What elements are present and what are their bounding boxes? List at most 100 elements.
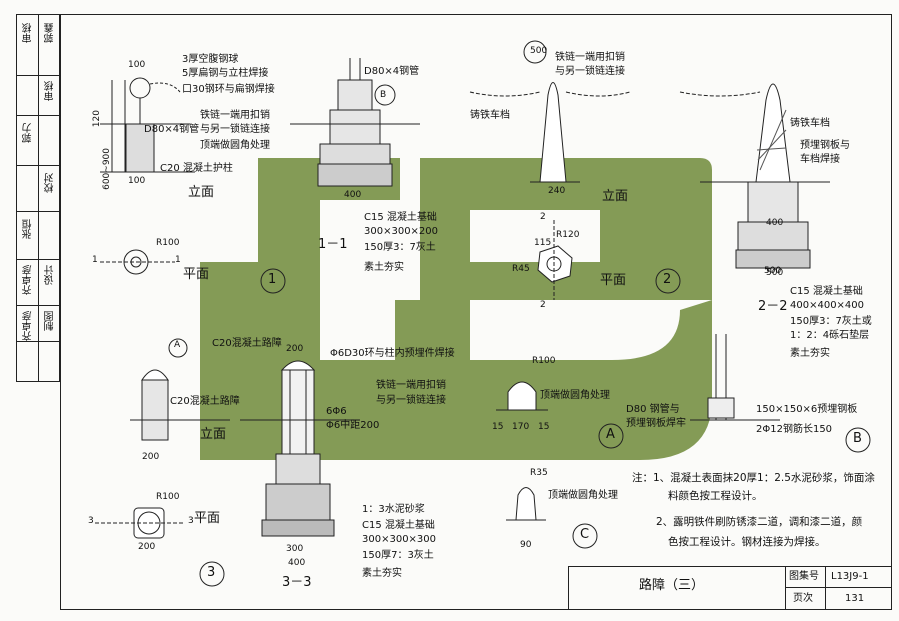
annotation-text: 素土夯实 [790, 348, 830, 359]
annotation-text: 铁链一端用扣销 [555, 52, 625, 63]
fig1-badge: 1 [268, 272, 277, 287]
annotation-text: C20 混凝土护柱 [160, 163, 233, 174]
general-note-line: 料颜色按工程设计。 [668, 490, 763, 502]
section-mark: 1 [175, 255, 181, 265]
fig2-plan-title: 平面 [600, 273, 627, 288]
sidebar-rule [17, 259, 59, 260]
annotation-text: 2Φ12钢筋长150 [756, 424, 833, 435]
annotation-text: 150厚3：7灰土或 [790, 316, 872, 327]
dim-label: 500 [764, 266, 782, 276]
annotation-text: C15 混凝土基础 [362, 520, 435, 531]
annotation-text: 与另一锁链连接 [200, 124, 270, 135]
detail-ref: A [174, 340, 181, 350]
dim-label: 100 [128, 176, 146, 186]
dim-label: 240 [548, 186, 566, 196]
dim-label: 115 [534, 238, 552, 248]
annotation-text: 铸铁车档 [470, 110, 510, 121]
annotation-text: 素土夯实 [364, 262, 404, 273]
dim-label: 90 [520, 540, 532, 550]
section-mark: 3 [188, 516, 194, 526]
annotation-text: Φ6中距200 [326, 420, 380, 431]
dim-label: R100 [156, 238, 180, 248]
fig1-plan-title: 平面 [183, 267, 210, 282]
dim-label: R100 [532, 356, 556, 366]
annotation-text: 预埋钢板焊牢 [626, 418, 686, 429]
annotation-text: 预埋钢板与 [800, 140, 850, 151]
annotation-text: 300×300×200 [364, 226, 439, 237]
sidebar-rule [17, 75, 59, 76]
section-mark: 1 [92, 255, 98, 265]
atlas-number: L13J9-1 [831, 571, 869, 582]
fig1-elevation-title: 立面 [188, 185, 215, 200]
general-note-line: 2、露明铁件刷防锈漆二道，调和漆二道，颜 [656, 516, 863, 528]
annotation-text: 150厚3：7灰土 [364, 242, 436, 253]
detail-c-badge: C [580, 527, 590, 542]
dim-label: 120 [92, 110, 102, 128]
page-label: 页次 [793, 593, 813, 604]
fig2-section-title: 2－2 [758, 299, 788, 314]
dim-label: 170 [512, 422, 530, 432]
fig2-badge: 2 [663, 272, 672, 287]
dim-label: R120 [556, 230, 580, 240]
annotation-text: D80 钢管与 [626, 404, 680, 415]
annotation-text: 300×300×300 [362, 534, 437, 545]
annotation-text: 铁链一端用扣销 [376, 380, 446, 391]
title-block-rule [785, 587, 892, 588]
annotation-text: 铁链一端用扣销 [200, 110, 270, 121]
section-mark: 3 [88, 516, 94, 526]
dim-label: 200 [286, 344, 304, 354]
annotation-text: 与另一锁链连接 [555, 66, 625, 77]
sidebar-divider [38, 15, 39, 381]
annotation-text: 铸铁车档 [790, 118, 830, 129]
dim-label: R45 [512, 264, 530, 274]
fig1-section-title: 1－1 [318, 237, 348, 252]
dim-label: 400 [288, 558, 306, 568]
annotation-text: 与另一锁链连接 [376, 395, 446, 406]
annotation-text: 150×150×6预埋钢板 [756, 404, 858, 415]
annotation-text: C20混凝土路障 [170, 396, 240, 407]
annotation-text: 400×400×400 [790, 300, 865, 311]
sidebar-rule [17, 341, 59, 342]
fig3-badge: 3 [207, 565, 216, 580]
dim-label: 400 [766, 218, 784, 228]
detail-a-badge: A [606, 427, 615, 442]
annotation-text: 1：3水泥砂浆 [362, 504, 425, 515]
fig3-elevation-title: 立面 [200, 427, 227, 442]
atlas-label: 图集号 [789, 571, 819, 582]
annotation-text: D80×4钢管 [364, 66, 420, 77]
dim-label: 200 [142, 452, 160, 462]
drawing-frame [60, 14, 892, 610]
sidebar-rule [17, 115, 59, 116]
annotation-text: 素土夯实 [362, 568, 402, 579]
detail-ref: 500 [530, 46, 548, 56]
sidebar-rule [17, 211, 59, 212]
general-note-line: 色按工程设计。钢材连接为焊接。 [668, 536, 826, 548]
dim-label: 600~900 [102, 148, 112, 190]
annotation-text: 车档焊接 [800, 154, 840, 165]
sidebar-rule [17, 305, 59, 306]
annotation-text: 1：2：4砾石垫层 [790, 330, 870, 341]
annotation-text: 顶端做圆角处理 [540, 390, 610, 401]
general-note-line: 注：1、混凝土表面抹20厚1：2.5水泥砂浆，饰面涂 [632, 472, 875, 484]
annotation-text: Φ6D30环与柱内预埋件焊接 [330, 348, 455, 359]
title-block-divider [825, 567, 826, 610]
annotation-text: C20混凝土路障 [212, 338, 282, 349]
annotation-text: 口30钢环与扁钢焊接 [182, 84, 275, 95]
dim-label: 400 [344, 190, 362, 200]
annotation-text: 5厚扁钢与立柱焊接 [182, 68, 269, 79]
dim-label: R35 [530, 468, 548, 478]
annotation-text: C15 混凝土基础 [790, 286, 863, 297]
dim-label: 200 [138, 542, 156, 552]
drawing-title: 路障（三） [639, 578, 705, 593]
sidebar-rule [17, 165, 59, 166]
annotation-text: D80×4钢管 [144, 124, 200, 135]
dim-label: 15 [492, 422, 504, 432]
annotation-text: 3厚空腹钢球 [182, 54, 239, 65]
fig3-plan-title: 平面 [194, 511, 221, 526]
section-mark: 2 [540, 300, 546, 310]
dim-label: 15 [538, 422, 550, 432]
dim-label: 100 [128, 60, 146, 70]
annotation-text: 顶端做圆角处理 [200, 140, 270, 151]
